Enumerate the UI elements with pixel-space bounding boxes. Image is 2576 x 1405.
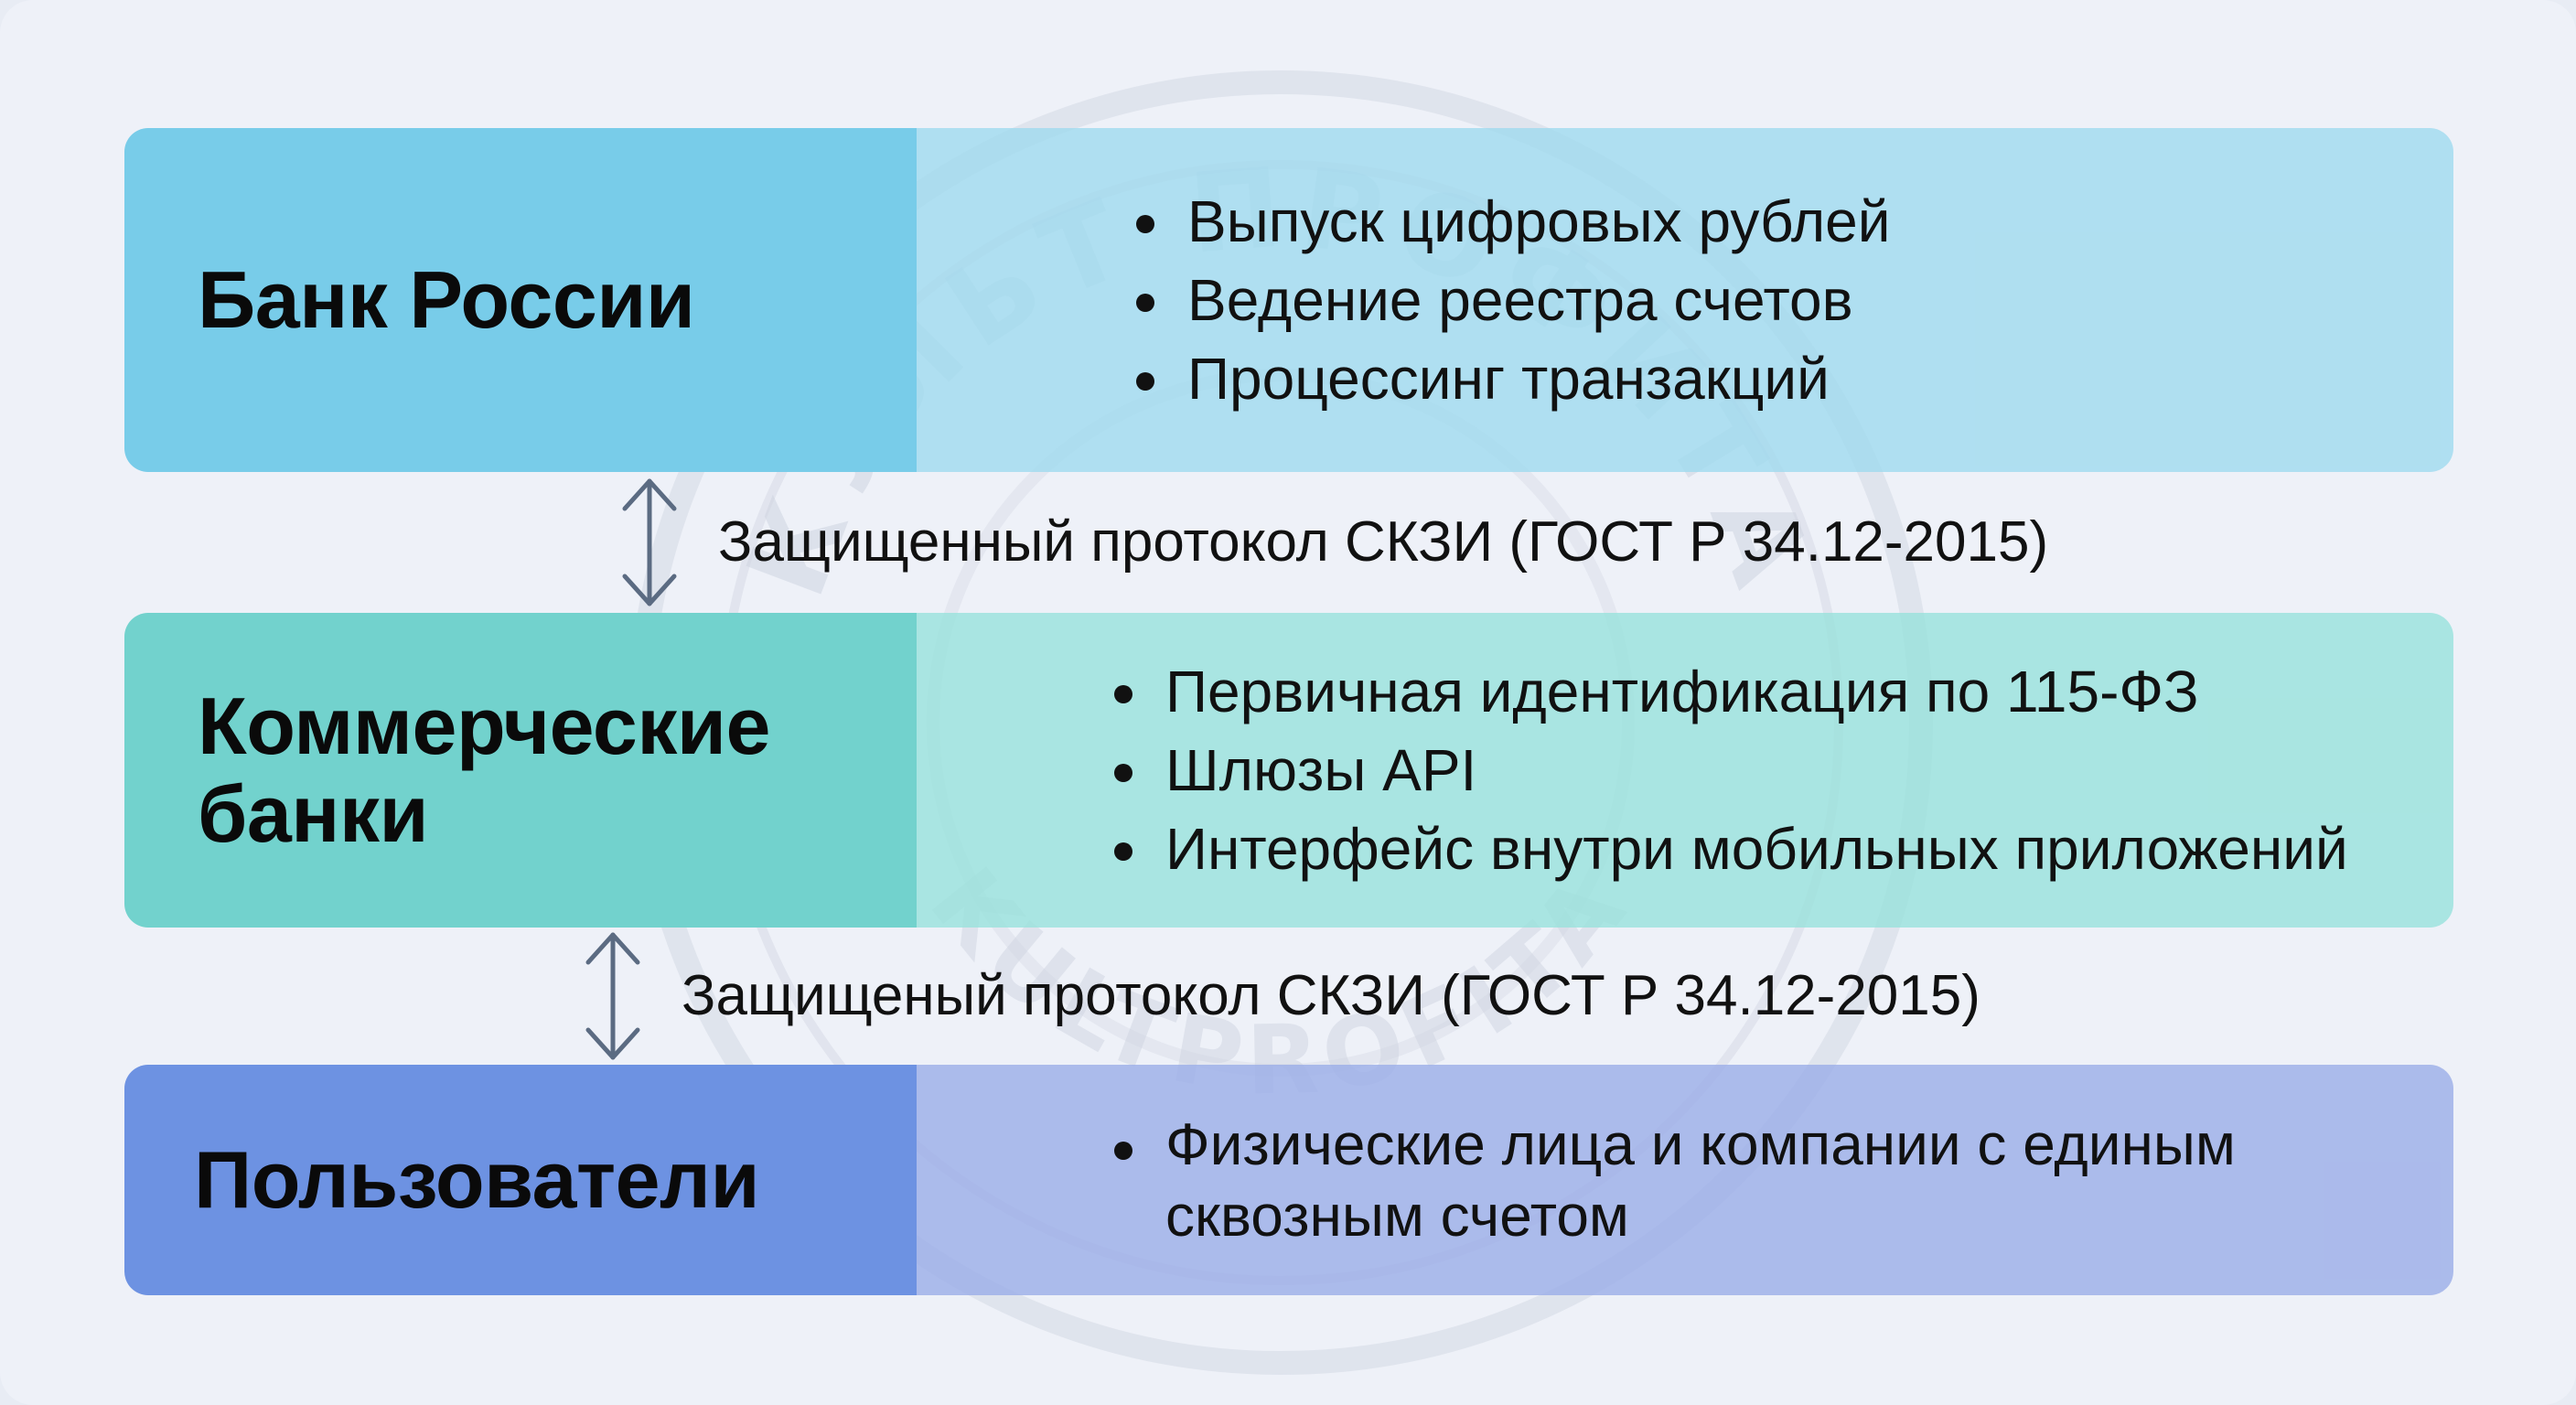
tier-item-list: Выпуск цифровых рублей Ведение реестра с… — [1127, 182, 1891, 418]
bullet-icon — [1136, 372, 1154, 391]
list-item-text: Интерфейс внутри мобильных приложений — [1165, 816, 2348, 882]
list-item-text: Физические лица и компании с единым скво… — [1165, 1111, 2236, 1249]
bullet-icon — [1114, 1142, 1132, 1160]
list-item-text: Шлюзы API — [1165, 737, 1477, 803]
list-item: Процессинг транзакций — [1127, 339, 1891, 418]
connector-bank-to-commercial: Защищенный протокол СКЗИ (ГОСТ Р 34.12-2… — [617, 474, 2048, 611]
double-arrow-vertical-icon — [585, 932, 640, 1060]
double-arrow-vertical-icon — [622, 478, 677, 606]
tier-item-list: Первичная идентификация по 115-ФЗ Шлюзы … — [1105, 652, 2348, 888]
connector-label: Защищенный протокол СКЗИ (ГОСТ Р 34.12-2… — [718, 510, 2049, 574]
list-item: Физические лица и компании с единым скво… — [1105, 1109, 2446, 1251]
tier-users: Пользователи Физические лица и компании … — [124, 1065, 2453, 1295]
bullet-icon — [1136, 294, 1154, 312]
connector-commercial-to-users: Защищеный протокол СКЗИ (ГОСТ Р 34.12-20… — [581, 928, 1980, 1065]
bullet-icon — [1136, 215, 1154, 233]
connector-label: Защищеный протокол СКЗИ (ГОСТ Р 34.12-20… — [682, 964, 1980, 1027]
bullet-icon — [1114, 842, 1132, 861]
bullet-icon — [1114, 685, 1132, 703]
tier-item-list: Физические лица и компании с единым скво… — [1105, 1109, 2446, 1251]
list-item: Первичная идентификация по 115-ФЗ — [1105, 652, 2348, 731]
list-item: Выпуск цифровых рублей — [1127, 182, 1891, 261]
tier-items-cell: Физические лица и компании с единым скво… — [917, 1065, 2453, 1295]
list-item: Интерфейс внутри мобильных приложений — [1105, 810, 2348, 888]
list-item: Шлюзы API — [1105, 731, 2348, 810]
list-item-text: Ведение реестра счетов — [1187, 267, 1853, 333]
tier-title: Пользователи — [194, 1134, 760, 1225]
tier-commercial-banks: Коммерческие банки Первичная идентификац… — [124, 613, 2453, 928]
tier-items-cell: Первичная идентификация по 115-ФЗ Шлюзы … — [917, 613, 2453, 928]
tier-title: Банк России — [198, 254, 695, 345]
tier-bank-of-russia: Банк России Выпуск цифровых рублей Веден… — [124, 128, 2453, 472]
list-item: Ведение реестра счетов — [1127, 261, 1891, 339]
list-item-text: Выпуск цифровых рублей — [1187, 188, 1891, 254]
list-item-text: Первичная идентификация по 115-ФЗ — [1165, 659, 2199, 724]
tier-title: Коммерческие банки — [198, 681, 770, 859]
tier-title-cell: Банк России — [124, 128, 917, 472]
list-item-text: Процессинг транзакций — [1187, 346, 1830, 412]
tier-items-cell: Выпуск цифровых рублей Ведение реестра с… — [917, 128, 2453, 472]
tier-title-cell: Пользователи — [124, 1065, 917, 1295]
tier-title-cell: Коммерческие банки — [124, 613, 917, 928]
bullet-icon — [1114, 764, 1132, 782]
